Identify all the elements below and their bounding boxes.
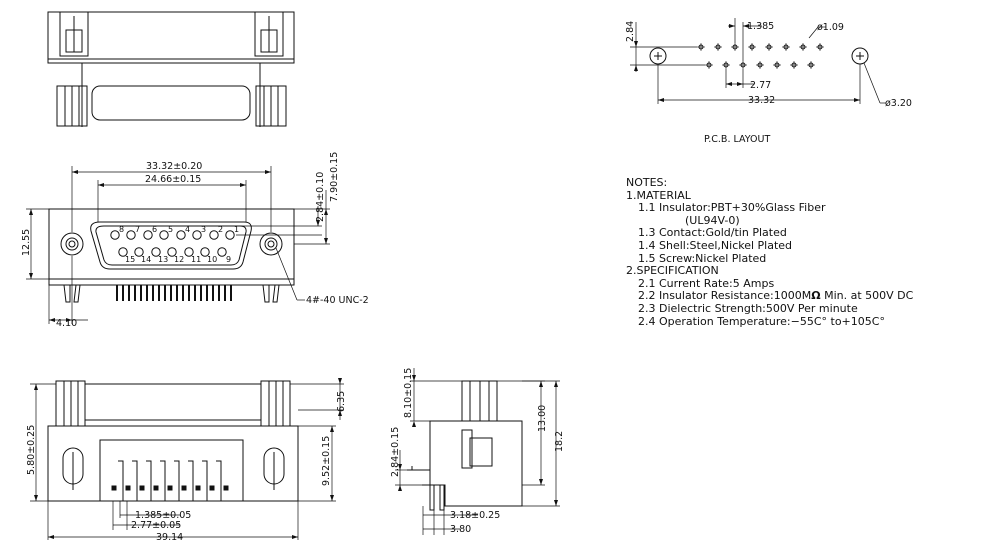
pin-number: 11 [191,255,201,264]
note-dielectric: 2.3 Dielectric Strength:500V Per minute [638,301,858,315]
pcb-layout-title: P.C.B. LAYOUT [704,134,770,145]
note-resistance-text: 2.2 Insulator Resistance:1000M [638,289,812,303]
dim-side-b2: 3.80 [450,524,471,535]
pcb-dim-span: 33.32 [748,95,775,106]
pin-number: 10 [207,255,217,264]
pcb-dim-pitch: 1.385 [747,21,774,32]
note-insulator-rating: (UL94V-0) [685,213,740,227]
notes-block: NOTES: 1.MATERIAL 1.1 Insulator:PBT+30%G… [626,176,986,328]
pcb-dim-hole: ø1.09 [817,22,844,33]
notes-heading: NOTES: [626,176,668,189]
note-contact: 1.3 Contact:Gold/tin Plated [638,226,787,240]
note-current: 2.1 Current Rate:5 Amps [638,276,775,290]
note-resistance-rest: Min. at 500V DC [820,289,914,303]
dim-row-pitch: 2.84±0.10 [315,172,326,222]
pin-number: 14 [141,255,151,264]
notes-section-specification: 2.SPECIFICATION [626,264,719,278]
pin-number: 13 [158,255,168,264]
dim-offset: 4.10 [56,318,77,329]
pin-number: 15 [125,255,135,264]
dim-side-h1: 13.00 [537,405,548,432]
dim-side-b1: 3.18±0.25 [450,510,500,521]
note-temperature: 2.4 Operation Temperature:−55C° to+105C° [638,314,885,328]
dim-bottom-width: 39.14 [156,532,183,543]
pin-number: 9 [226,255,231,264]
dim-bottom-height: 5.80±0.25 [26,425,37,475]
screw-label: 4#-40 UNC-2 [306,295,369,306]
pcb-dim-row: 2.84 [625,21,636,42]
notes-section-material: 1.MATERIAL [626,188,691,202]
pin-number: 3 [201,225,206,234]
bottom-view: 5.80±0.25 6.35 9.52±0.15 1.385±0.05 2.77… [26,378,347,543]
dim-width: 33.32±0.20 [146,161,202,172]
side-view: 8.10±0.15 2.84±0.15 13.00 18.2 3.18±0.25… [390,368,565,535]
pin-number: 4 [185,225,190,234]
note-screw: 1.5 Screw:Nickel Plated [638,251,767,265]
pcb-dim-pitch2: 2.77 [750,80,771,91]
dim-pitch2: 2.77±0.05 [131,520,181,531]
dim-bottom-top: 6.35 [336,391,347,412]
dim-inner: 24.66±0.15 [145,174,201,185]
dim-side-h2: 18.2 [554,431,565,452]
pin-number: 8 [119,225,124,234]
pin-number: 7 [135,225,140,234]
pcb-layout: 2.84 1.385 ø1.09 2.77 33.32 ø3.20 P.C.B.… [625,18,912,145]
pcb-dim-mount: ø3.20 [885,98,912,109]
note-shell: 1.4 Shell:Steel,Nickel Plated [638,238,793,252]
pin-number: 6 [152,225,157,234]
pin-number: 2 [218,225,223,234]
dim-side-top: 8.10±0.15 [403,368,414,418]
dim-bottom-right: 9.52±0.15 [321,436,332,486]
top-view [47,11,295,127]
dim-pitch: 1.385±0.05 [135,510,191,521]
note-insulator: 1.1 Insulator:PBT+30%Glass Fiber [638,201,826,215]
pin-number: 1 [234,225,239,234]
dim-depth: 7.90±0.15 [329,152,340,202]
ohm-symbol: Ω [811,289,821,303]
front-view: 8 7 6 5 4 3 2 1 15 14 13 12 11 10 9 [21,152,369,329]
dim-height: 12.55 [21,229,32,256]
pin-number: 5 [168,225,173,234]
pin-number: 12 [174,255,184,264]
dim-side-left: 2.84±0.15 [390,427,401,477]
note-resistance: 2.2 Insulator Resistance:1000MΩ Min. at … [626,290,986,303]
